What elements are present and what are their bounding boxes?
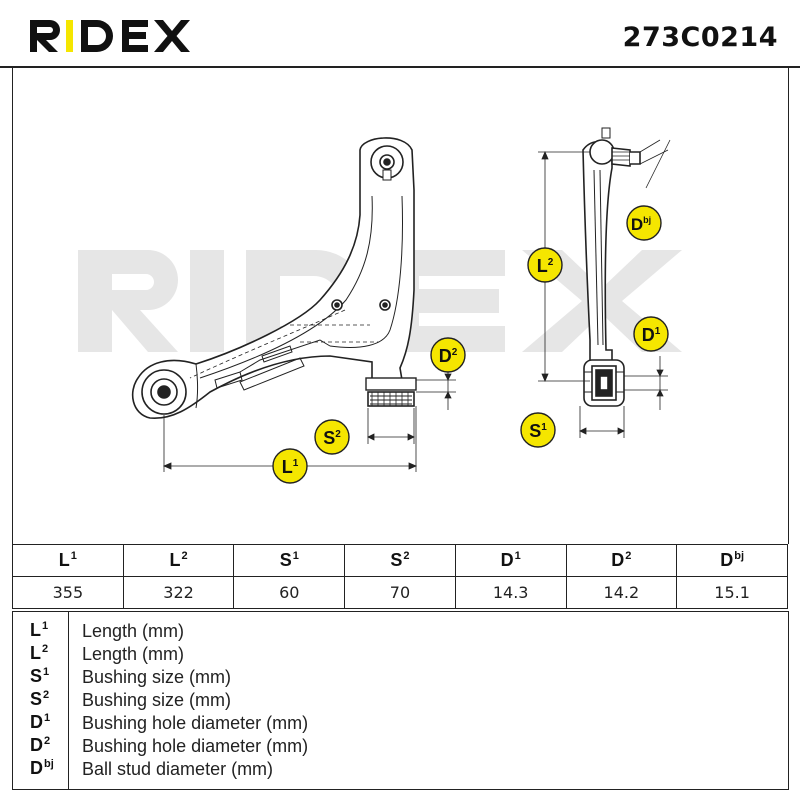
spec-value-S2: 70 <box>344 576 456 609</box>
legend-desc: Ball stud diameter (mm) <box>82 759 274 779</box>
badge-D1-letter: D <box>642 325 655 345</box>
frame-right-bottom <box>788 611 789 789</box>
spec-value-D1: 14.3 <box>454 576 567 609</box>
spec-table-value-row: 355 322 60 70 14.3 14.2 15.1 <box>12 576 788 609</box>
badge-S1-sup: 1 <box>541 422 547 433</box>
badge-L1: L1 <box>272 448 308 484</box>
legend-key: Dbj <box>30 758 54 778</box>
badge-L1-sup: 1 <box>293 458 299 469</box>
badge-D2-letter: D <box>439 346 452 366</box>
badge-D2: D2 <box>430 337 466 373</box>
spec-table: L1 L2 S1 S2 D1 D2 Dbj 355 322 60 70 14.3… <box>12 544 788 609</box>
frame-bottom <box>12 789 789 790</box>
spec-value-D2: 14.2 <box>565 576 678 609</box>
svg-text:Dbj: Dbj <box>631 215 651 234</box>
badge-L2-letter: L <box>537 256 548 276</box>
spec-header-D2: D2 <box>565 544 678 577</box>
spec-header-L1: L1 <box>12 544 124 577</box>
spec-table-header-row: L1 L2 S1 S2 D1 D2 Dbj <box>12 544 788 577</box>
spec-value-S1: 60 <box>233 576 346 609</box>
legend-item: Dbj Ball stud diameter (mm) <box>12 758 788 780</box>
svg-text:L1: L1 <box>282 457 299 477</box>
header: 273C0214 <box>0 0 800 68</box>
badge-Dbj: Dbj <box>626 205 662 241</box>
legend-key: L2 <box>30 643 49 663</box>
spec-header-Dbj: Dbj <box>676 544 788 577</box>
svg-text:D1: D1 <box>642 325 661 345</box>
spec-header-D1: D1 <box>454 544 567 577</box>
svg-text:D2: D2 <box>439 346 458 366</box>
badge-D1-sup: 1 <box>655 326 661 337</box>
legend: L1 Length (mm) L2 Length (mm) S1 Bushing… <box>12 611 788 790</box>
legend-item: D2 Bushing hole diameter (mm) <box>12 735 788 757</box>
svg-text:S2: S2 <box>323 428 341 448</box>
legend-divider <box>68 612 69 790</box>
legend-item: S2 Bushing size (mm) <box>12 689 788 711</box>
spec-value-L1: 355 <box>12 576 124 609</box>
control-arm-top-view <box>131 137 417 419</box>
badge-Dbj-sup: bj <box>643 215 651 225</box>
legend-item: L1 Length (mm) <box>12 620 788 642</box>
badge-S1: S1 <box>520 412 556 448</box>
legend-item: L2 Length (mm) <box>12 643 788 665</box>
legend-key: D2 <box>30 735 51 755</box>
legend-desc: Length (mm) <box>82 644 185 664</box>
frame-left-bottom <box>12 611 13 789</box>
spec-value-Dbj: 15.1 <box>676 576 788 609</box>
badge-S1-letter: S <box>529 421 541 441</box>
legend-desc: Length (mm) <box>82 621 185 641</box>
badge-L2: L2 <box>527 247 563 283</box>
frame-right <box>788 68 789 544</box>
svg-text:S1: S1 <box>529 421 547 441</box>
badge-D2-sup: 2 <box>452 347 458 358</box>
spec-header-S2: S2 <box>344 544 456 577</box>
legend-item: S1 Bushing size (mm) <box>12 666 788 688</box>
spec-header-L2: L2 <box>122 544 235 577</box>
legend-desc: Bushing hole diameter (mm) <box>82 713 309 733</box>
frame-left <box>12 68 13 544</box>
spec-value-L2: 322 <box>122 576 235 609</box>
legend-item: D1 Bushing hole diameter (mm) <box>12 712 788 734</box>
badge-S2: S2 <box>314 419 350 455</box>
badge-L2-sup: 2 <box>548 257 554 268</box>
ridex-logo <box>30 20 190 52</box>
legend-key: S2 <box>30 689 50 709</box>
badge-S2-sup: 2 <box>335 429 341 440</box>
technical-drawing: L1 S2 D2 L2 S1 D1 Dbj <box>78 127 682 484</box>
dimension-Dbj <box>639 139 671 189</box>
legend-desc: Bushing size (mm) <box>82 667 232 687</box>
badge-L1-letter: L <box>282 457 293 477</box>
legend-key: S1 <box>30 666 50 686</box>
badge-S2-letter: S <box>323 428 335 448</box>
control-arm-side-view <box>582 127 641 407</box>
dimension-D2 <box>416 362 456 410</box>
svg-text:L2: L2 <box>537 256 554 276</box>
legend-desc: Bushing hole diameter (mm) <box>82 736 309 756</box>
badge-Dbj-letter: D <box>631 215 643 234</box>
dimension-S2 <box>367 408 415 444</box>
dimension-D1 <box>624 356 668 410</box>
legend-key: L1 <box>30 620 49 640</box>
part-number: 273C0214 <box>622 22 778 53</box>
spec-header-S1: S1 <box>233 544 346 577</box>
legend-key: D1 <box>30 712 51 732</box>
dimension-S1 <box>579 406 625 438</box>
legend-desc: Bushing size (mm) <box>82 690 232 710</box>
badge-D1: D1 <box>633 316 669 352</box>
